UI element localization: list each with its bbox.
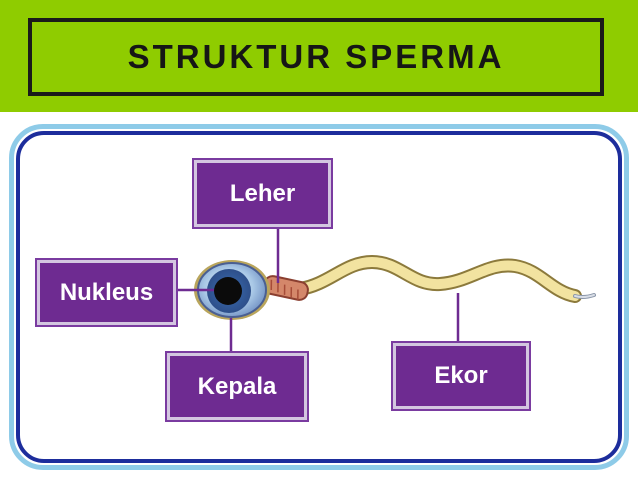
page-title: STRUKTUR SPERMA	[127, 38, 505, 75]
sperm-head	[194, 260, 270, 320]
label-nukleus: Nukleus	[37, 260, 176, 325]
sperm-neck	[263, 275, 309, 301]
label-kepala: Kepala	[167, 353, 307, 420]
title-box: STRUKTUR SPERMA	[28, 18, 604, 96]
label-ekor: Ekor	[393, 343, 529, 409]
sperm-tail	[293, 254, 596, 303]
label-leher: Leher	[194, 160, 331, 227]
